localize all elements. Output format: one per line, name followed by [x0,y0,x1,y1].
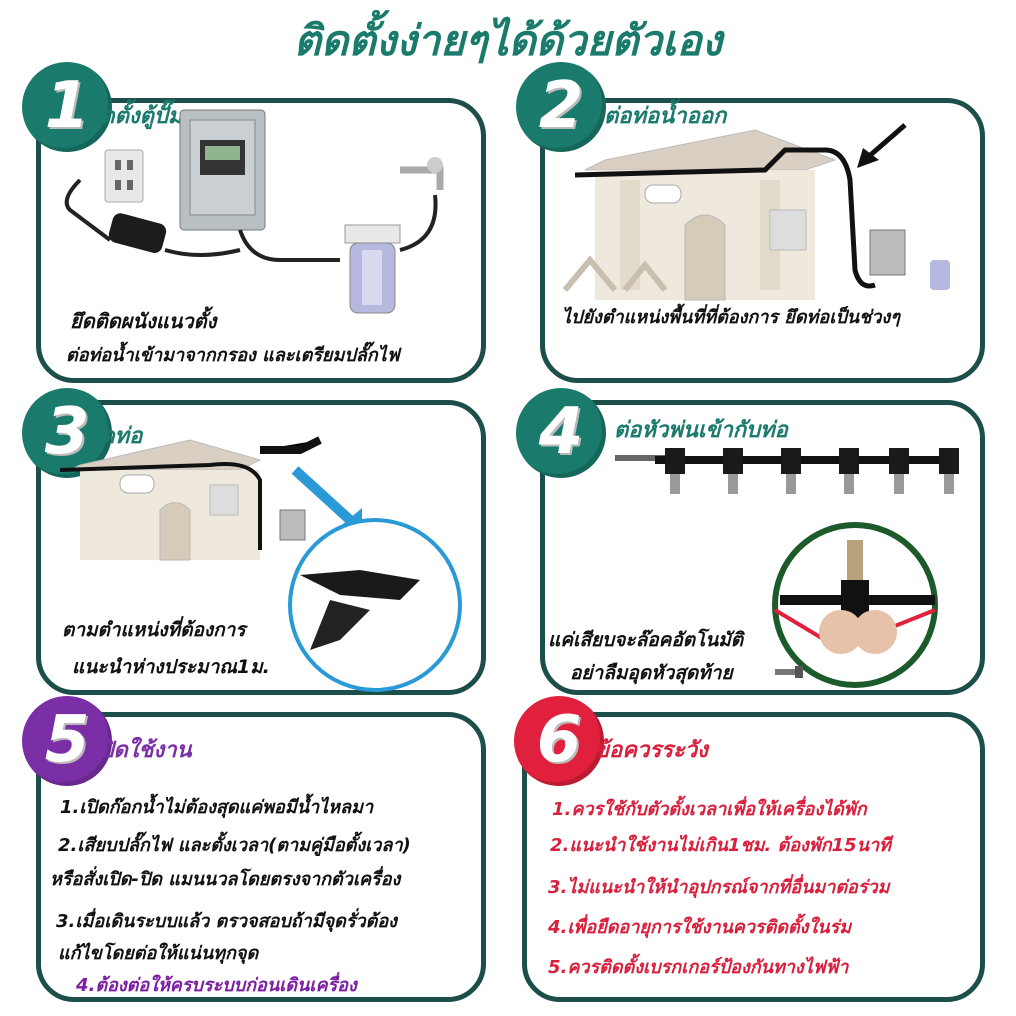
step-6-label: ข้อควรระวัง [594,738,708,763]
step-1-label: ติดตั้งตู้ปั๊ม [86,104,183,129]
step-4-badge: 4 [516,388,606,478]
step-2-line-1: ไปยังตำแหน่งพื้นที่ที่ต้องการ ยึดท่อเป็น… [562,307,900,328]
step-6-badge: 6 [514,696,604,786]
step-5-label: เปิดใช้งาน [92,738,192,763]
step-1-badge: 1 [22,62,112,152]
nozzle-tee-illustration [615,448,959,688]
pipe-cutter-illustration [59,436,462,692]
step-5-line-3: หรือสั่งเปิด-ปิด แมนนวลโดยตรงจากตัวเครื่… [50,869,401,890]
step-6-line-1: 1.ควรใช้กับตัวตั้งเวลาเพื่อให้เครื่องได้… [552,799,867,820]
step-3-line-2: แนะนำห่างประมาณ1ม. [72,656,270,678]
step-1-line-2: ต่อท่อน้ำเข้ามาจากกรอง และเตรียมปลั๊กไฟ [66,345,400,366]
step-4-line-1: แค่เสียบจะล๊อคอัตโนมัติ [548,629,744,651]
step-5-line-5: แก้ไขโดยต่อให้แน่นทุกจุด [58,943,259,964]
step-6-line-3: 3.ไม่แนะนำให้นำอุปกรณ์จากที่อื่นมาต่อร่ว… [548,877,890,898]
step-3-line-1: ตามตำแหน่งที่ต้องการ [62,619,246,641]
end-plug-icon [775,666,803,678]
step-2-label: ต่อท่อน้ำออก [604,104,727,129]
step-5-line-4: 3.เมื่อเดินระบบแล้ว ตรวจสอบถ้ามีจุดรั่วต… [56,911,397,932]
step-3-badge: 3 [22,388,112,478]
house-pipe-illustration [562,123,950,301]
step-6-line-5: 5.ควรติดตั้งเบรกเกอร์ป้องกันทางไฟฟ้า [548,957,849,978]
step-5-line-1: 1.เปิดก๊อกน้ำไม่ต้องสุดแค่พอมีน้ำไหลมา [60,797,374,818]
pump-box-illustration [64,109,444,314]
step-4-label: ต่อหัวพ่นเข้ากับท่อ [614,418,788,443]
step-6-line-4: 4.เพื่อยืดอายุการใช้งานควรติดตั้งในร่ม [548,917,852,938]
step-4-line-2: อย่าลืมอุดหัวสุดท้าย [570,662,733,684]
step-6-line-2: 2.แนะนำใช้งานไม่เกิน1ชม. ต้องพัก15นาที [550,835,891,856]
step-5-badge: 5 [22,696,112,786]
page-title: ติดตั้งง่ายๆได้ด้วยตัวเอง [293,16,723,65]
step-2-badge: 2 [516,62,606,152]
step-5-line-6: 4.ต้องต่อให้ครบระบบก่อนเดินเครื่อง [76,975,357,996]
step-5-line-2: 2.เสียบปลั๊กไฟ และตั้งเวลา(ตามคู่มือตั้ง… [58,835,411,856]
step-5-card [36,712,486,1002]
step-1-line-1: ยึดติดผนังแนวตั้ง [70,309,217,333]
step-3-label: ตัดท่อ [86,424,143,449]
